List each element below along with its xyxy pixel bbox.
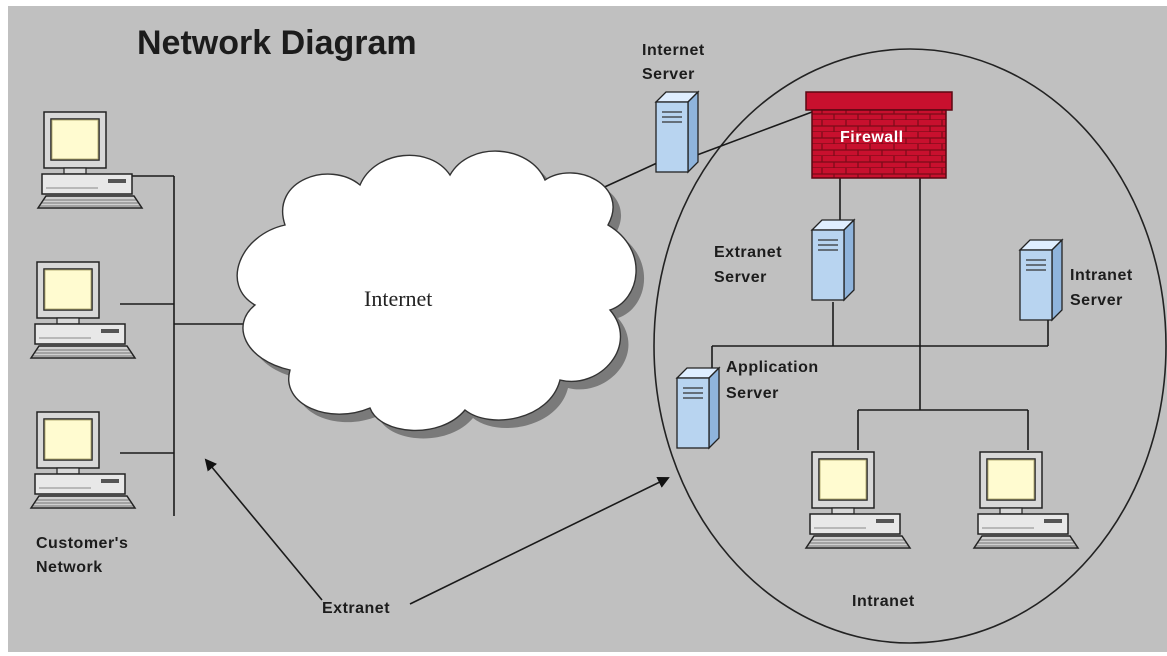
application-server-label-line1: Application xyxy=(726,359,819,376)
intranet-server-icon xyxy=(1019,239,1063,321)
internet-server-label-line1: Internet xyxy=(642,42,705,59)
intranet-boundary xyxy=(653,48,1167,644)
customers-network-label-line2: Network xyxy=(36,559,103,576)
firewall-label: Firewall xyxy=(840,129,904,146)
intranet-label: Intranet xyxy=(852,593,915,610)
firewall: Firewall xyxy=(805,91,953,179)
customers-network-label-line1: Customer's xyxy=(36,535,128,552)
application-server-label-line2: Server xyxy=(726,385,779,402)
connection-lines xyxy=(120,111,1049,605)
extranet-server-label-line2: Server xyxy=(714,269,767,286)
extranet-label: Extranet xyxy=(322,600,390,617)
intranet-server-label-line1: Intranet xyxy=(1070,267,1133,284)
internet-cloud: Internet xyxy=(236,150,645,439)
intranet-server-label-line2: Server xyxy=(1070,292,1123,309)
application-server-icon xyxy=(676,367,720,449)
page-title: Network Diagram xyxy=(137,24,417,62)
internet-label: Internet xyxy=(364,286,432,311)
extranet-server-label-line1: Extranet xyxy=(714,244,782,261)
internet-server-label-line2: Server xyxy=(642,66,695,83)
extranet-server-icon xyxy=(811,219,855,301)
internet-server-icon xyxy=(655,91,699,173)
